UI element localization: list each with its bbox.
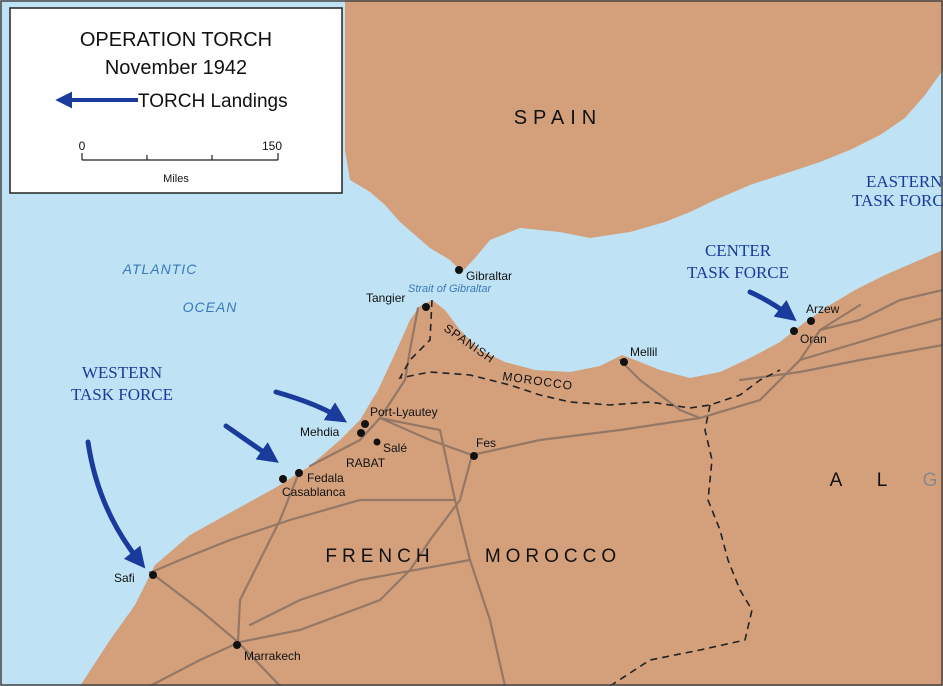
region-spain: SPAIN [514, 107, 603, 129]
landing-arrow-oran [747, 289, 797, 322]
city-markers [149, 266, 815, 649]
task-force-center-2: TASK FORCE [687, 263, 789, 282]
scale-start: 0 [79, 139, 86, 153]
city-marrakech: Marrakech [244, 649, 301, 663]
region-french-morocco-2: MOROCCO [485, 546, 621, 567]
city-arzew: Arzew [806, 302, 840, 316]
legend-arrow-label: TORCH Landings [138, 91, 288, 112]
task-force-western-2: TASK FORCE [71, 385, 173, 404]
task-force-eastern-2: TASK FORCE [852, 191, 943, 210]
africa-land [80, 250, 943, 686]
region-french-morocco-1: FRENCH [325, 546, 434, 567]
city-rabat: RABAT [346, 456, 386, 470]
region-algeria-g: G [923, 470, 938, 491]
landing-arrow-mehdia [273, 389, 348, 423]
spain-land [345, 0, 943, 272]
island [928, 34, 943, 52]
task-force-western-1: WESTERN [82, 363, 162, 382]
city-fes: Fes [476, 436, 496, 450]
city-safi: Safi [114, 571, 135, 585]
water-strait: Strait of Gibraltar [408, 283, 492, 295]
city-fedala: Fedala [307, 471, 344, 485]
landing-arrows [85, 289, 797, 569]
legend-title: OPERATION TORCH [80, 29, 272, 51]
scale-bar [81, 153, 279, 161]
city-sale: Salé [383, 441, 407, 455]
region-algeria-l: L [877, 470, 888, 491]
water-ocean: OCEAN [183, 299, 238, 315]
city-oran: Oran [800, 332, 827, 346]
region-algeria-a: A [830, 470, 843, 491]
city-tangier: Tangier [366, 291, 405, 305]
legend-date: November 1942 [105, 57, 247, 79]
water-atlantic: ATLANTIC [122, 261, 198, 277]
scale-end: 150 [262, 139, 282, 153]
island [905, 58, 928, 72]
landing-arrow-safi [85, 439, 146, 569]
landing-arrow-fedala [223, 423, 279, 463]
task-force-eastern-1: EASTERN [866, 172, 943, 191]
city-port-lyautey: Port-Lyautey [370, 405, 438, 419]
spanish-morocco-border [398, 299, 781, 409]
city-mellil: Mellil [630, 345, 657, 359]
city-gibraltar: Gibraltar [466, 269, 512, 283]
city-mehdia: Mehdia [300, 425, 340, 439]
city-casablanca: Casablanca [282, 485, 346, 499]
scale-unit: Miles [163, 173, 189, 185]
road-network [148, 288, 943, 686]
task-force-center-1: CENTER [705, 241, 772, 260]
algeria-border [609, 404, 753, 686]
